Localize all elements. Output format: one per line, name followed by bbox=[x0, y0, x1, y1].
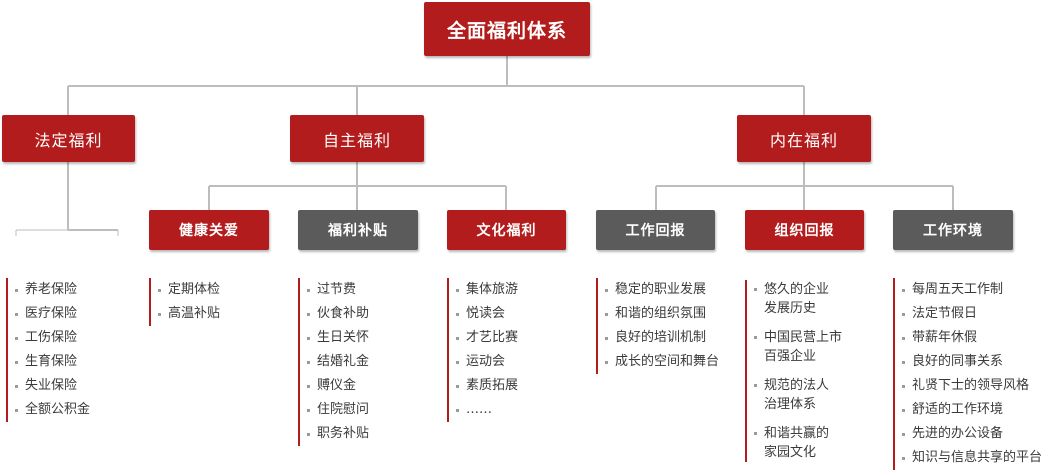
line-2: 百强企业 bbox=[764, 349, 817, 364]
list-item: 运动会 bbox=[456, 350, 518, 374]
statutory-items: 养老保险 医疗保险 工伤保险 生育保险 失业保险 全额公积金 bbox=[6, 278, 90, 422]
list-item: 素质拓展 bbox=[456, 374, 518, 398]
culture-items: 集体旅游 悦读会 才艺比赛 运动会 素质拓展 …… bbox=[447, 278, 518, 422]
list-item: 工伤保险 bbox=[15, 326, 90, 350]
category-intrinsic: 内在福利 bbox=[737, 115, 871, 162]
health-care-items: 定期体检 高温补贴 bbox=[149, 278, 220, 326]
list-item: 才艺比赛 bbox=[456, 326, 518, 350]
line-2: 家园文化 bbox=[764, 445, 817, 460]
list-item: 养老保险 bbox=[15, 278, 90, 302]
list-item: 每周五天工作制 bbox=[902, 278, 1042, 302]
work-reward-items: 稳定的职业发展 和谐的组织氛围 良好的培训机制 成长的空间和舞台 bbox=[596, 278, 719, 374]
line-2: 发展历史 bbox=[764, 301, 817, 316]
group-culture: 文化福利 bbox=[447, 210, 566, 250]
root-node: 全面福利体系 bbox=[424, 2, 590, 56]
list-item: 悠久的企业发展历史 bbox=[754, 280, 842, 318]
list-item: 生育保险 bbox=[15, 350, 90, 374]
list-item: 先进的办公设备 bbox=[902, 422, 1042, 446]
list-item: 住院慰问 bbox=[307, 398, 369, 422]
list-item: 法定节假日 bbox=[902, 302, 1042, 326]
list-item: 良好的同事关系 bbox=[902, 350, 1042, 374]
line-1: 中国民营上市 bbox=[764, 330, 843, 345]
line-2: 治理体系 bbox=[764, 397, 817, 412]
list-item: 职务补贴 bbox=[307, 422, 369, 446]
group-org-reward: 组织回报 bbox=[745, 210, 864, 250]
group-work-reward: 工作回报 bbox=[596, 210, 715, 250]
list-item: 和谐的组织氛围 bbox=[605, 302, 719, 326]
org-reward-items: 悠久的企业发展历史 中国民营上市百强企业 规范的法人治理体系 和谐共赢的家园文化 bbox=[745, 280, 842, 462]
group-health-care: 健康关爱 bbox=[149, 210, 269, 250]
subsidies-items: 过节费 伙食补助 生日关怀 结婚礼金 赙仪金 住院慰问 职务补贴 bbox=[298, 278, 369, 446]
list-item: 全额公积金 bbox=[15, 398, 90, 422]
list-item: 礼贤下士的领导风格 bbox=[902, 374, 1042, 398]
group-subsidies: 福利补贴 bbox=[298, 210, 418, 250]
list-item: 生日关怀 bbox=[307, 326, 369, 350]
line-1: 规范的法人 bbox=[764, 378, 830, 393]
category-voluntary: 自主福利 bbox=[290, 115, 424, 162]
list-item: 悦读会 bbox=[456, 302, 518, 326]
list-item: …… bbox=[456, 398, 518, 422]
list-item: 和谐共赢的家园文化 bbox=[754, 424, 842, 462]
list-item: 中国民营上市百强企业 bbox=[754, 328, 842, 366]
list-item: 高温补贴 bbox=[158, 302, 220, 326]
list-item: 赙仪金 bbox=[307, 374, 369, 398]
list-item: 带薪年休假 bbox=[902, 326, 1042, 350]
category-statutory: 法定福利 bbox=[2, 115, 135, 162]
list-item: 舒适的工作环境 bbox=[902, 398, 1042, 422]
list-item: 伙食补助 bbox=[307, 302, 369, 326]
list-item: 失业保险 bbox=[15, 374, 90, 398]
group-work-environment: 工作环境 bbox=[893, 210, 1013, 250]
list-item: 规范的法人治理体系 bbox=[754, 376, 842, 414]
line-1: 悠久的企业 bbox=[764, 282, 830, 297]
list-item: 知识与信息共享的平台 bbox=[902, 446, 1042, 470]
list-item: 集体旅游 bbox=[456, 278, 518, 302]
list-item: 良好的培训机制 bbox=[605, 326, 719, 350]
list-item: 结婚礼金 bbox=[307, 350, 369, 374]
list-item: 过节费 bbox=[307, 278, 369, 302]
line-1: 和谐共赢的 bbox=[764, 426, 830, 441]
list-item: 稳定的职业发展 bbox=[605, 278, 719, 302]
work-environment-items: 每周五天工作制 法定节假日 带薪年休假 良好的同事关系 礼贤下士的领导风格 舒适… bbox=[893, 278, 1042, 470]
list-item: 成长的空间和舞台 bbox=[605, 350, 719, 374]
list-item: 医疗保险 bbox=[15, 302, 90, 326]
list-item: 定期体检 bbox=[158, 278, 220, 302]
